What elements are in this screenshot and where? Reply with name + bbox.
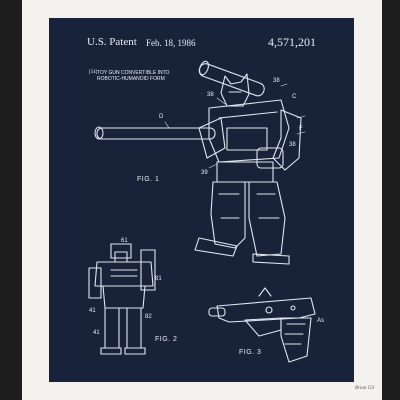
- patent-title-line1: TOY GUN CONVERTIBLE INTO: [97, 70, 170, 76]
- fig1-caption: FIG. 1: [137, 176, 160, 183]
- ref-81: 81: [155, 276, 162, 282]
- ref-38-c: 38: [289, 142, 296, 148]
- ref-d: D: [159, 114, 164, 120]
- patent-label: U.S. Patent: [87, 36, 137, 48]
- fig1-robot-drawing: [94, 60, 302, 265]
- artist-signature: Brian Gil: [355, 386, 375, 391]
- ref-41-a: 41: [89, 308, 96, 314]
- patent-code: [54]: [89, 70, 98, 75]
- fig3-pistol-drawing: [208, 287, 316, 363]
- ref-c: C: [292, 94, 297, 100]
- ref-f: F: [299, 126, 303, 132]
- patent-drawing: [88, 60, 316, 363]
- ref-as: As: [317, 318, 325, 324]
- fig2-robot-drawing: [88, 243, 156, 355]
- fig3-caption: FIG. 3: [239, 349, 262, 356]
- ref-82: 82: [145, 314, 152, 320]
- patent-title: TOY GUN CONVERTIBLE INTO ROBOTIC-HUMANOI…: [97, 70, 169, 82]
- patent-print: U.S. Patent Feb. 18, 1986 4,571,201 [54]…: [49, 18, 354, 382]
- leader-lines: [164, 83, 306, 169]
- ref-39: 39: [201, 170, 208, 176]
- ref-38-b: 38: [207, 92, 214, 98]
- ref-61: 61: [121, 238, 128, 244]
- ref-38-a: 38: [273, 78, 280, 84]
- patent-date: Feb. 18, 1986: [146, 38, 196, 48]
- patent-title-line2: ROBOTIC-HUMANOID FORM: [97, 76, 165, 82]
- ref-41-b: 41: [93, 330, 100, 336]
- patent-number: 4,571,201: [268, 35, 316, 49]
- fig2-caption: FIG. 2: [155, 336, 178, 343]
